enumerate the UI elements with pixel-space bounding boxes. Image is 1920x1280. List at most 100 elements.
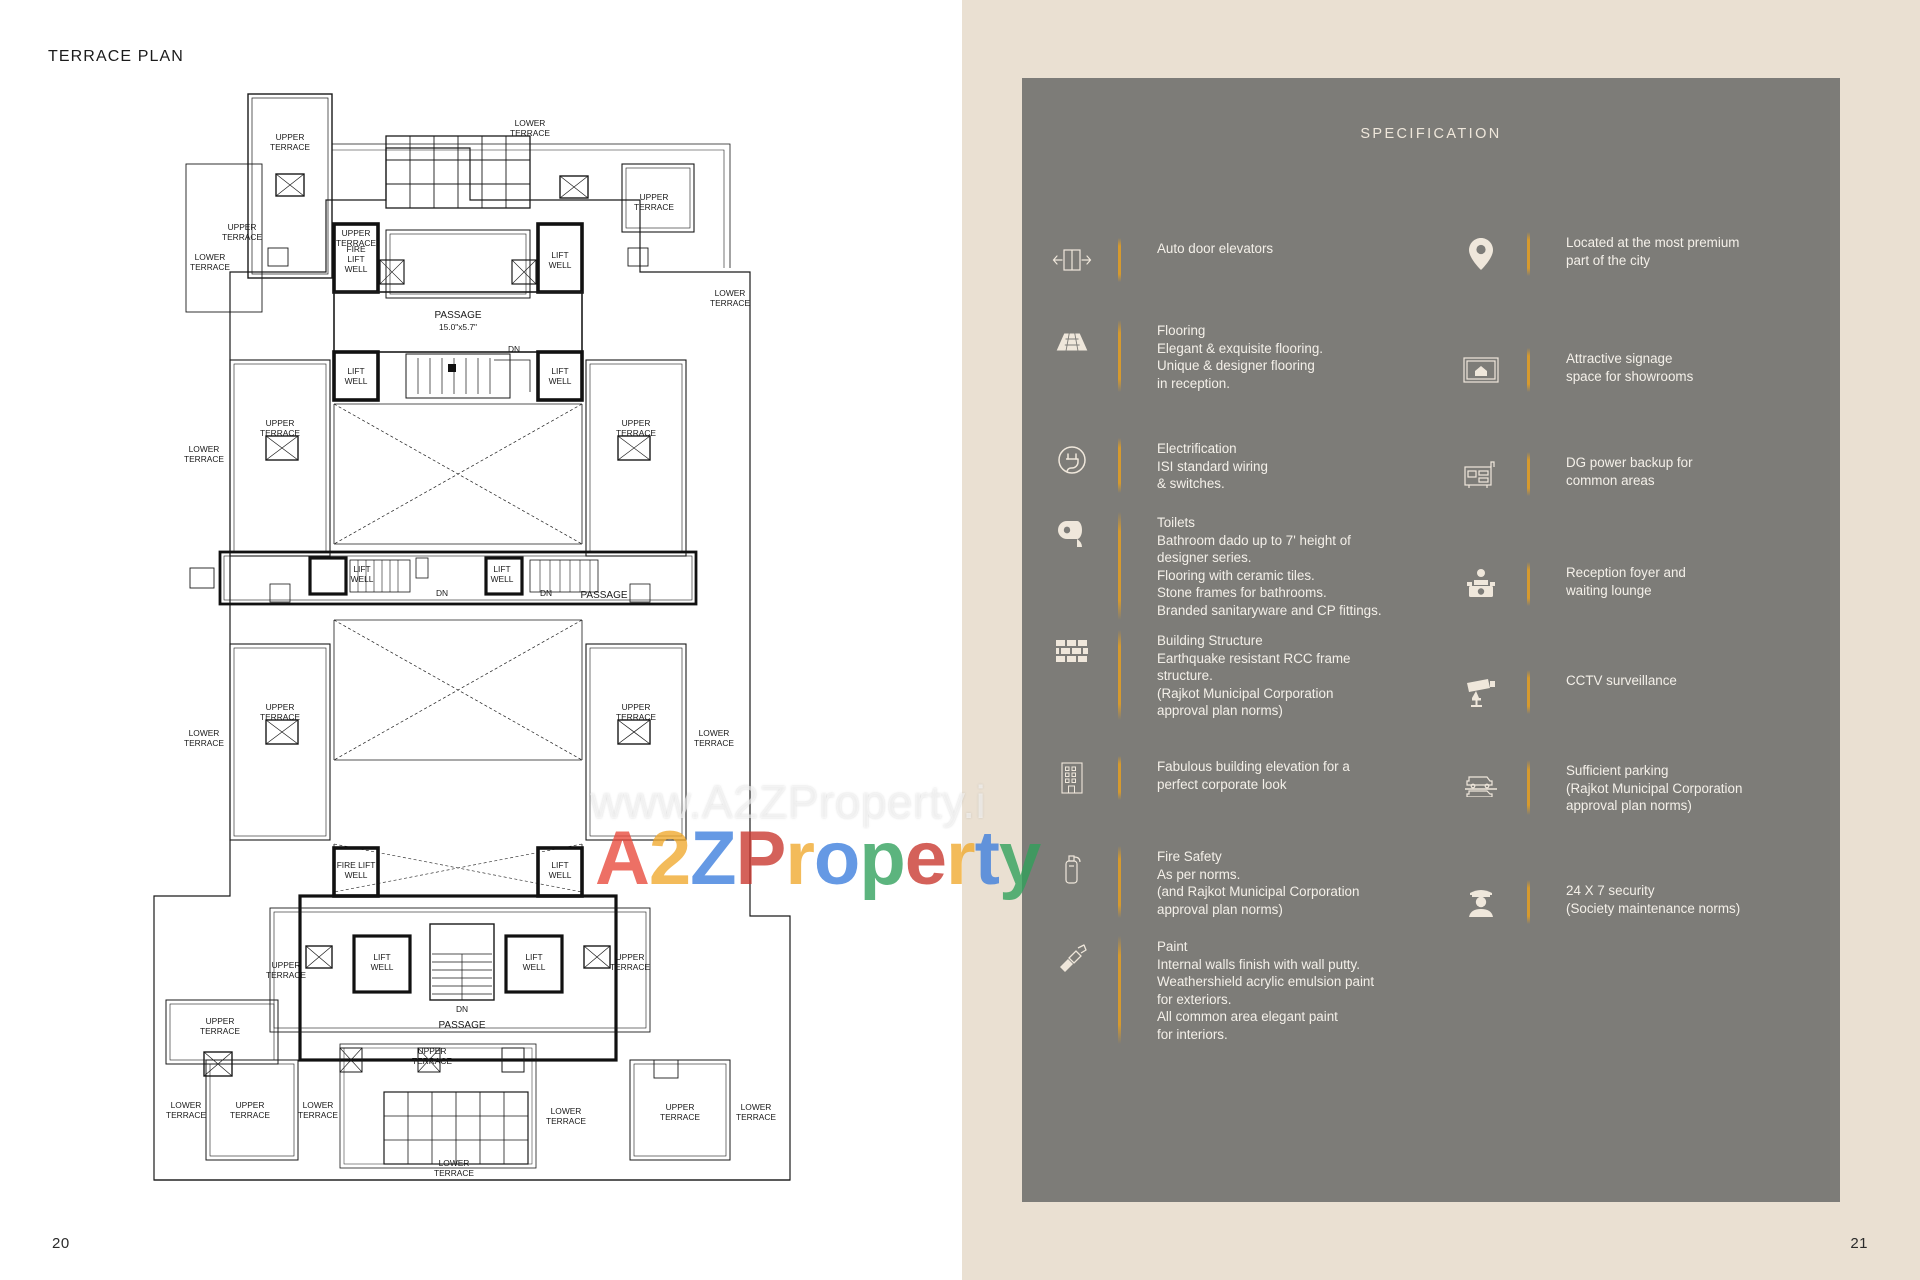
svg-text:WELL: WELL [549,870,572,880]
spec-line: structure. [1157,668,1213,684]
page-number-left: 20 [52,1235,70,1252]
svg-text:TERRACE: TERRACE [166,1110,206,1120]
terrace-floor-plan: UPPER TERRACE LOWER TERRACE UPPER TERRAC… [150,60,810,1200]
svg-text:TERRACE: TERRACE [710,298,750,308]
svg-text:UPPER: UPPER [266,702,295,712]
svg-text:TERRACE: TERRACE [610,962,650,972]
spec-line: waiting lounge [1566,582,1652,598]
spec-text: Sufficient parking(Rajkot Municipal Corp… [1566,760,1834,815]
spec-divider [1118,936,1121,1044]
spec-heading: Building Structure [1157,633,1263,648]
spec-line: CCTV surveillance [1566,673,1677,688]
svg-text:WELL: WELL [371,962,394,972]
spec-divider [1527,670,1530,714]
svg-text:UPPER: UPPER [266,418,295,428]
spec-item: 24 X 7 security(Society maintenance norm… [1459,880,1834,924]
spec-line: for exteriors. [1157,991,1232,1007]
spec-line: in reception. [1157,375,1230,391]
electric-plug-icon [1050,438,1094,482]
svg-text:UPPER: UPPER [622,702,651,712]
svg-text:LIFT: LIFT [373,952,390,962]
spec-line: & switches. [1157,476,1225,492]
svg-text:UPPER: UPPER [622,418,651,428]
svg-text:LOWER: LOWER [195,252,226,262]
spec-line: Earthquake resistant RCC frame [1157,650,1351,666]
spec-item: Fire Safety As per norms. (and Rajkot Muni… [1050,846,1425,919]
svg-text:TERRACE: TERRACE [230,1110,270,1120]
svg-text:TERRACE: TERRACE [616,428,656,438]
spec-line: (and Rajkot Municipal Corporation [1157,884,1360,900]
fire-extinguisher-icon [1050,846,1094,890]
spec-line: space for showrooms [1566,368,1694,384]
spec-heading: Electrification [1157,441,1237,456]
svg-text:TERRACE: TERRACE [546,1116,586,1126]
paint-spray-icon [1050,936,1094,980]
svg-text:DN: DN [540,588,552,598]
spec-line: designer series. [1157,550,1252,566]
spec-line: approval plan norms) [1566,798,1692,814]
spec-line: approval plan norms) [1157,703,1283,719]
svg-text:WELL: WELL [351,574,374,584]
svg-text:UPPER: UPPER [418,1046,447,1056]
svg-text:TERRACE: TERRACE [510,128,550,138]
parking-cars-icon [1459,760,1503,804]
svg-text:WELL: WELL [491,574,514,584]
spec-divider [1118,846,1121,919]
location-pin-icon [1459,232,1503,276]
spec-item: Auto door elevators [1050,238,1425,282]
building-elevation-icon [1050,756,1094,800]
spec-heading: Flooring [1157,323,1206,338]
dg-generator-icon [1459,452,1503,496]
spec-text: Fire Safety As per norms. (and Rajkot Muni… [1157,846,1425,918]
spec-line: Bathroom dado up to 7' height of [1157,532,1351,548]
svg-text:UPPER: UPPER [272,960,301,970]
signage-frame-icon [1459,348,1503,392]
svg-text:WELL: WELL [345,264,368,274]
svg-text:LOWER: LOWER [715,288,746,298]
svg-text:UPPER: UPPER [666,1102,695,1112]
svg-text:LOWER: LOWER [189,728,220,738]
spec-divider [1118,756,1121,800]
spec-divider [1118,320,1121,393]
svg-text:TERRACE: TERRACE [634,202,674,212]
svg-text:TERRACE: TERRACE [736,1112,776,1122]
spec-divider [1118,512,1121,620]
spec-text: CCTV surveillance [1566,670,1834,690]
svg-text:LOWER: LOWER [303,1100,334,1110]
svg-text:DN: DN [456,1004,468,1014]
svg-text:TERRACE: TERRACE [298,1110,338,1120]
spec-heading: Paint [1157,939,1188,954]
spec-line: common areas [1566,472,1655,488]
spec-heading: Fire Safety [1157,849,1222,864]
security-guard-icon [1459,880,1503,924]
spec-line: Auto door elevators [1157,241,1274,256]
spec-divider [1527,880,1530,924]
spec-divider [1527,760,1530,815]
svg-text:TERRACE: TERRACE [266,970,306,980]
svg-text:LIFT: LIFT [551,250,568,260]
svg-text:TERRACE: TERRACE [184,454,224,464]
svg-text:TERRACE: TERRACE [270,142,310,152]
spec-line: Elegant & exquisite flooring. [1157,340,1323,356]
spec-line: As per norms. [1157,866,1241,882]
spec-line: Sufficient parking [1566,763,1669,778]
svg-text:LOWER: LOWER [189,444,220,454]
svg-text:LOWER: LOWER [171,1100,202,1110]
auto-door-elevator-icon [1050,238,1094,282]
svg-text:15.0"x5.7": 15.0"x5.7" [439,322,477,332]
svg-text:WELL: WELL [523,962,546,972]
spec-divider [1527,232,1530,276]
svg-text:LIFT: LIFT [347,254,364,264]
page-number-right: 21 [1850,1235,1868,1252]
spec-divider [1118,438,1121,493]
